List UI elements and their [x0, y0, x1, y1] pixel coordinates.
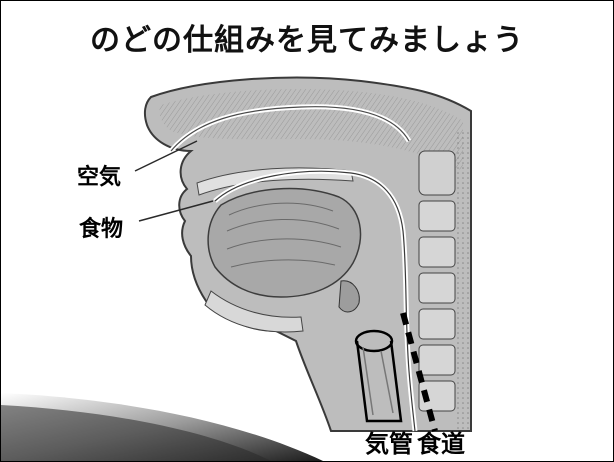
label-trachea: 気管 — [365, 424, 413, 459]
label-air: 空気 — [77, 159, 121, 191]
label-esophagus: 食道 — [417, 424, 465, 459]
tongue — [208, 189, 360, 297]
cervical-spine — [419, 131, 471, 431]
label-food: 食物 — [79, 211, 123, 243]
